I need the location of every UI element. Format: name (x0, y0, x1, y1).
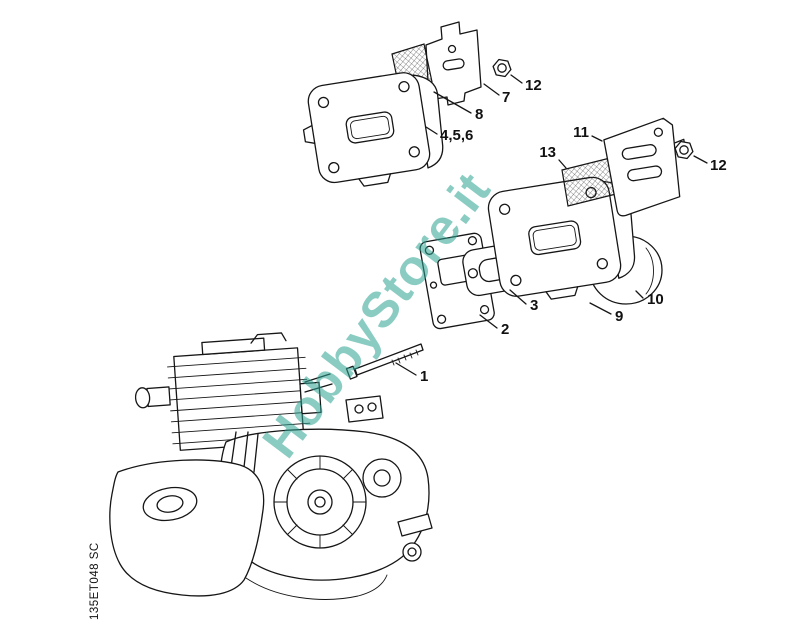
callouts: 1 2 3 4,5,6 7 8 9 10 (395, 74, 727, 385)
callout-1-label: 1 (420, 368, 428, 385)
callout-13-label: 13 (539, 144, 556, 161)
bracket-plate-part-11-drawing (603, 117, 687, 217)
callout-9-label: 9 (615, 308, 623, 325)
callout-12-top: 12 (510, 74, 542, 94)
callout-13: 13 (539, 144, 567, 169)
callout-456: 4,5,6 (425, 126, 473, 144)
muffler-shell-part-9-drawing (487, 176, 636, 300)
callout-12-right: 12 (693, 155, 727, 174)
crankcase-drawing (219, 373, 433, 581)
callout-9: 9 (589, 302, 623, 325)
chainsaw-engine-drawing (109, 332, 433, 600)
baffle-plate-part-7-drawing (425, 21, 482, 106)
bolt-part-1-drawing (345, 343, 424, 380)
callout-7: 7 (483, 83, 510, 106)
callout-12-right-label: 12 (710, 157, 727, 174)
callout-12-top-label: 12 (525, 77, 542, 94)
callout-8-label: 8 (475, 106, 483, 123)
hex-nut-part-12-right-drawing (674, 140, 694, 160)
callout-1: 1 (395, 362, 428, 385)
callout-11-label: 11 (573, 124, 589, 141)
callout-10-label: 10 (647, 291, 664, 308)
spark-plug-drawing (134, 387, 151, 409)
fuel-tank-drawing (109, 459, 388, 600)
callout-3-label: 3 (530, 297, 538, 314)
callout-10: 10 (635, 290, 664, 308)
callout-7-label: 7 (502, 89, 510, 106)
hex-nut-part-12-top-drawing (492, 58, 512, 78)
cylinder-fins-drawing (134, 332, 322, 451)
callout-2-label: 2 (501, 321, 509, 338)
muffler-shell-parts-456-drawing (302, 72, 444, 187)
callout-11: 11 (573, 124, 603, 142)
callout-3: 3 (509, 289, 538, 314)
callout-8: 8 (433, 91, 483, 123)
document-code: 135ET048 SC (89, 542, 101, 620)
callout-2: 2 (479, 314, 509, 338)
callout-456-label: 4,5,6 (440, 127, 473, 144)
